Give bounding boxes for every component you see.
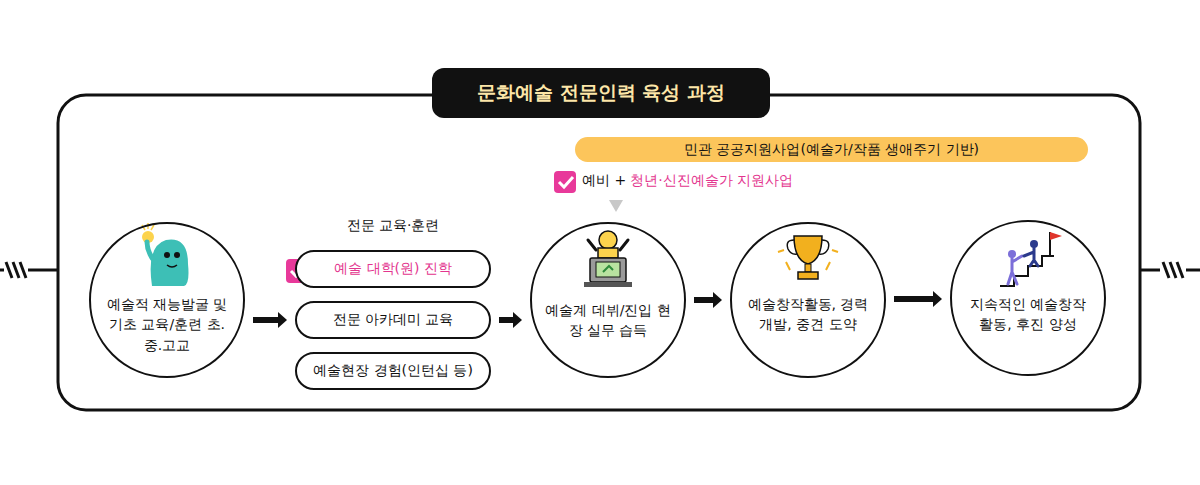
group-heading: 전문 교육·훈련 [347,217,440,235]
node-text: 예술창작활동, 경력 개발, 중견 도약 [744,294,872,335]
debut-icon [584,231,632,287]
training-pill: 전문 아카데미 교육 [295,301,491,339]
support-band: 민관 공공지원사업(예술가/작품 생애주기 기반) [575,137,1088,162]
stage-circle: 예술창작활동, 경력 개발, 중견 도약 [730,222,886,378]
note-text: 예비 + [582,172,626,190]
flow-arrow [499,312,522,328]
node-text: 예술계 데뷔/진입 현장 실무 습득 [544,300,672,341]
stage-circle: 지속적인 예술창작활동, 후진 양성 [950,220,1106,376]
flow-arrow [694,292,722,308]
outer-frame [58,95,1140,410]
node-text: 민관 공공지원사업(예술가/작품 생애주기 기반) [684,141,979,159]
title: 문화예술 전문인력 육성 과정 [432,68,770,118]
node-text: 지속적인 예술창작활동, 후진 양성 [964,294,1092,335]
trophy-icon [778,236,838,279]
pointer-triangle [609,200,623,212]
node-text: 예술 대학(원) 진학 [334,260,452,278]
flow-arrow [253,312,287,328]
node-text: 예술현장 경험(인턴십 등) [313,362,473,380]
training-pill: 예술현장 경험(인턴십 등) [295,352,491,390]
flow-arrow [894,291,942,307]
node-text: 예술적 재능발굴 및 기초 교육/훈련 초.중.고교 [103,294,231,355]
monster-icon [142,223,189,286]
stage-circle: 예술계 데뷔/진입 현장 실무 습득 [530,222,686,378]
training-pill: 예술 대학(원) 진학 [295,250,491,288]
note-highlight: 청년·신진예술가 지원사업 [630,172,793,190]
stage-circle: 예술적 재능발굴 및 기초 교육/훈련 초.중.고교 [89,222,245,378]
node-text: 전문 아카데미 교육 [333,311,454,329]
climbers-icon [1000,232,1062,286]
